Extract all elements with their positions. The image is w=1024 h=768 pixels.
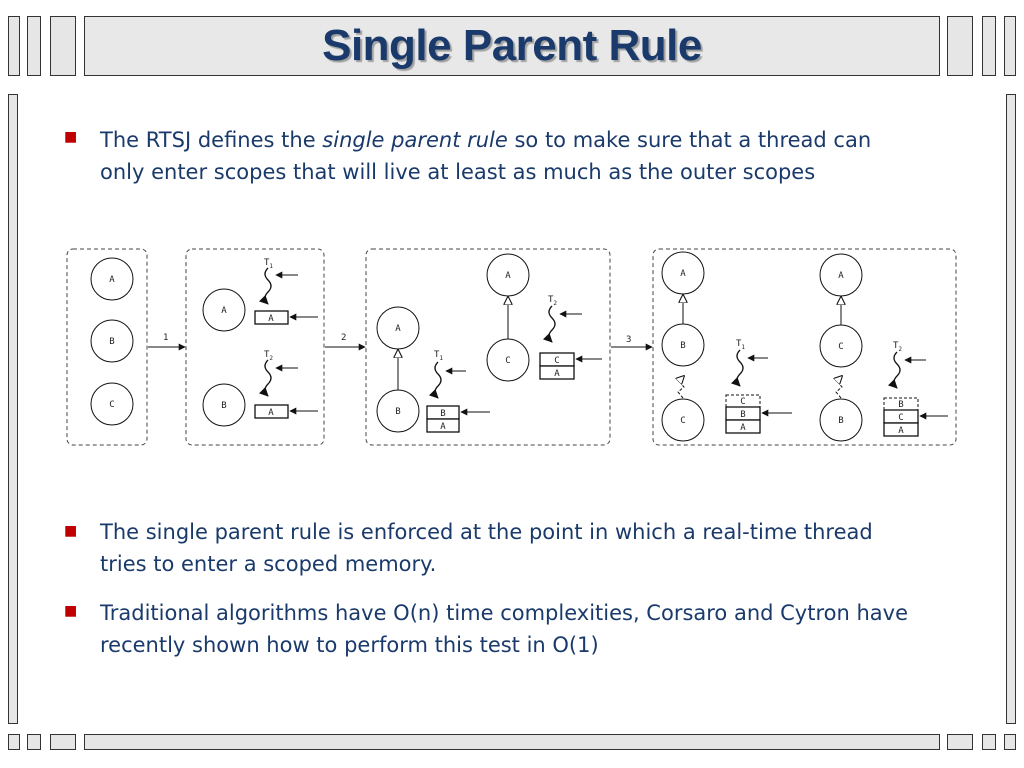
scope-node xyxy=(90,257,134,301)
panel-2 xyxy=(185,248,325,446)
frame-bar-top-right-1 xyxy=(947,16,973,76)
thread-label: T1 xyxy=(434,350,443,362)
frame-bar-left-side xyxy=(8,94,18,724)
scope-stack-label: C xyxy=(554,356,559,366)
scope-label: B xyxy=(838,416,843,426)
scope-node xyxy=(202,288,246,332)
scope-node xyxy=(661,398,705,442)
pending-parent-edge xyxy=(678,376,684,399)
step-label-2: 2 xyxy=(341,333,346,343)
scope-stack-entry xyxy=(539,365,575,380)
scope-stack-label: C xyxy=(740,397,745,407)
frame-bar-top-left-3 xyxy=(50,16,76,76)
scope-node xyxy=(90,319,134,363)
scope-stack-label: A xyxy=(268,314,274,324)
thread-label: T1 xyxy=(264,258,273,270)
bullet-1-text-post: so to make sure that a thread can only e… xyxy=(100,128,872,184)
scope-stack-entry xyxy=(883,422,919,437)
bullet-marker-1: ■ xyxy=(64,129,78,145)
panel-1 xyxy=(66,248,148,446)
scope-label: A xyxy=(505,271,511,281)
frame-bar-bottom-left-3 xyxy=(50,734,76,750)
scope-label: B xyxy=(395,407,400,417)
pending-parent-edge xyxy=(836,376,842,399)
scope-label: C xyxy=(109,400,114,410)
frame-bar-right-side xyxy=(1006,94,1016,724)
thread-squiggle xyxy=(542,305,556,343)
scope-stack-label: B xyxy=(898,400,903,410)
scope-stack-label: A xyxy=(554,369,560,379)
thread-label: T2 xyxy=(893,341,902,353)
bullet-text-1: The RTSJ defines the single parent rule … xyxy=(100,124,920,188)
scope-node xyxy=(376,306,420,350)
thread-squiggle xyxy=(258,359,272,397)
scope-stack-label: C xyxy=(898,413,903,423)
frame-bar-bottom-left-1 xyxy=(8,734,20,750)
scope-label: A xyxy=(838,271,844,281)
scope-node xyxy=(819,253,863,297)
bullet-text-3: Traditional algorithms have O(n) time co… xyxy=(100,601,908,657)
scope-label: C xyxy=(680,416,685,426)
thread-label: T2 xyxy=(264,350,273,362)
frame-bar-bottom-left-2 xyxy=(27,734,41,750)
scope-label: A xyxy=(109,275,115,285)
bullet-marker-2: ■ xyxy=(64,523,78,539)
bullet-1-emphasis: single parent rule xyxy=(322,128,508,152)
title-bar: Single Parent Rule xyxy=(84,16,940,76)
thread-label: T1 xyxy=(736,339,745,351)
scope-stack-label: A xyxy=(898,426,904,436)
panel-3 xyxy=(365,248,611,446)
scope-node xyxy=(202,383,246,427)
frame-bar-top-left-1 xyxy=(8,16,20,76)
thread-squiggle xyxy=(730,349,744,387)
frame-bar-top-right-3 xyxy=(1004,16,1016,76)
scope-node xyxy=(661,251,705,295)
bullet-1-text-pre: The RTSJ defines the xyxy=(100,128,323,152)
thread-squiggle xyxy=(428,361,442,399)
scope-label: B xyxy=(680,341,685,351)
scope-label: B xyxy=(221,401,226,411)
scope-stack-label: A xyxy=(268,408,274,418)
scope-label: A xyxy=(395,324,401,334)
step-label-1: 1 xyxy=(163,333,168,343)
thread-squiggle xyxy=(258,267,272,305)
bullet-marker-3: ■ xyxy=(64,603,78,619)
page-title: Single Parent Rule xyxy=(322,21,702,70)
scope-stack-label: B xyxy=(440,409,445,419)
scope-stack-label: B xyxy=(740,410,745,420)
scope-label: C xyxy=(838,342,843,352)
bullet-text-2: The single parent rule is enforced at th… xyxy=(100,520,873,576)
scope-node xyxy=(90,382,134,426)
scope-label: B xyxy=(109,337,114,347)
thread-squiggle xyxy=(887,351,901,389)
scope-stack-entry xyxy=(725,419,761,434)
frame-bar-bottom-right-2 xyxy=(982,734,996,750)
scope-stack-label: A xyxy=(440,422,446,432)
frame-bar-top-right-2 xyxy=(982,16,996,76)
scope-stack-entry xyxy=(254,404,289,419)
scope-stack-label: A xyxy=(740,423,746,433)
thread-label: T2 xyxy=(548,295,557,307)
step-label-3: 3 xyxy=(626,335,631,345)
panel-4 xyxy=(652,248,957,446)
scope-node xyxy=(819,398,863,442)
frame-bar-bottom-right-3 xyxy=(1004,734,1016,750)
frame-bar-top-left-2 xyxy=(27,16,41,76)
frame-bar-bottom-center xyxy=(84,734,940,750)
scope-label: A xyxy=(680,269,686,279)
scope-label: A xyxy=(221,306,227,316)
scope-stack-entry xyxy=(426,418,460,433)
scope-stack-entry xyxy=(254,310,289,325)
scope-node xyxy=(486,253,530,297)
scope-label: C xyxy=(505,356,510,366)
frame-bar-bottom-right-1 xyxy=(947,734,973,750)
